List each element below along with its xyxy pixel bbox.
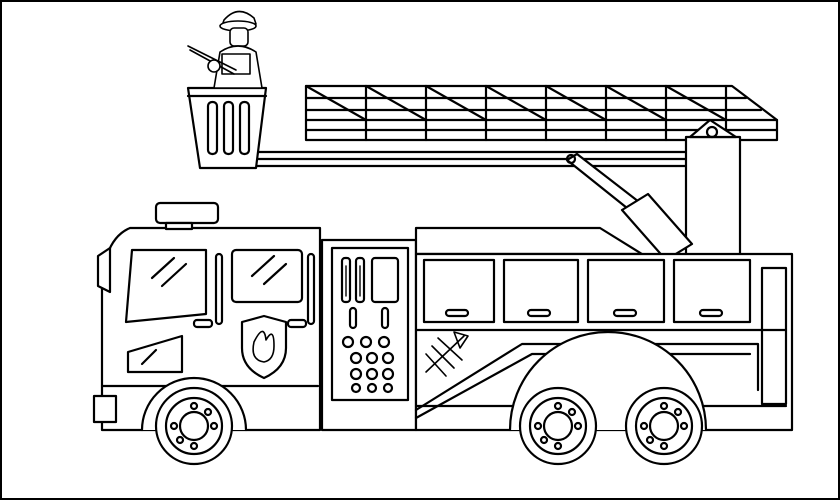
pump-control-panel xyxy=(322,240,416,430)
rear-wheel xyxy=(626,388,702,464)
hydraulic-piston xyxy=(567,154,692,260)
ladder-tower xyxy=(686,120,740,255)
truck-cab xyxy=(94,203,320,430)
aerial-ladder xyxy=(306,86,777,140)
firefighter-figure xyxy=(188,11,262,88)
front-wheel xyxy=(142,378,246,464)
basket-boom xyxy=(256,152,688,166)
rescue-basket xyxy=(188,88,266,168)
